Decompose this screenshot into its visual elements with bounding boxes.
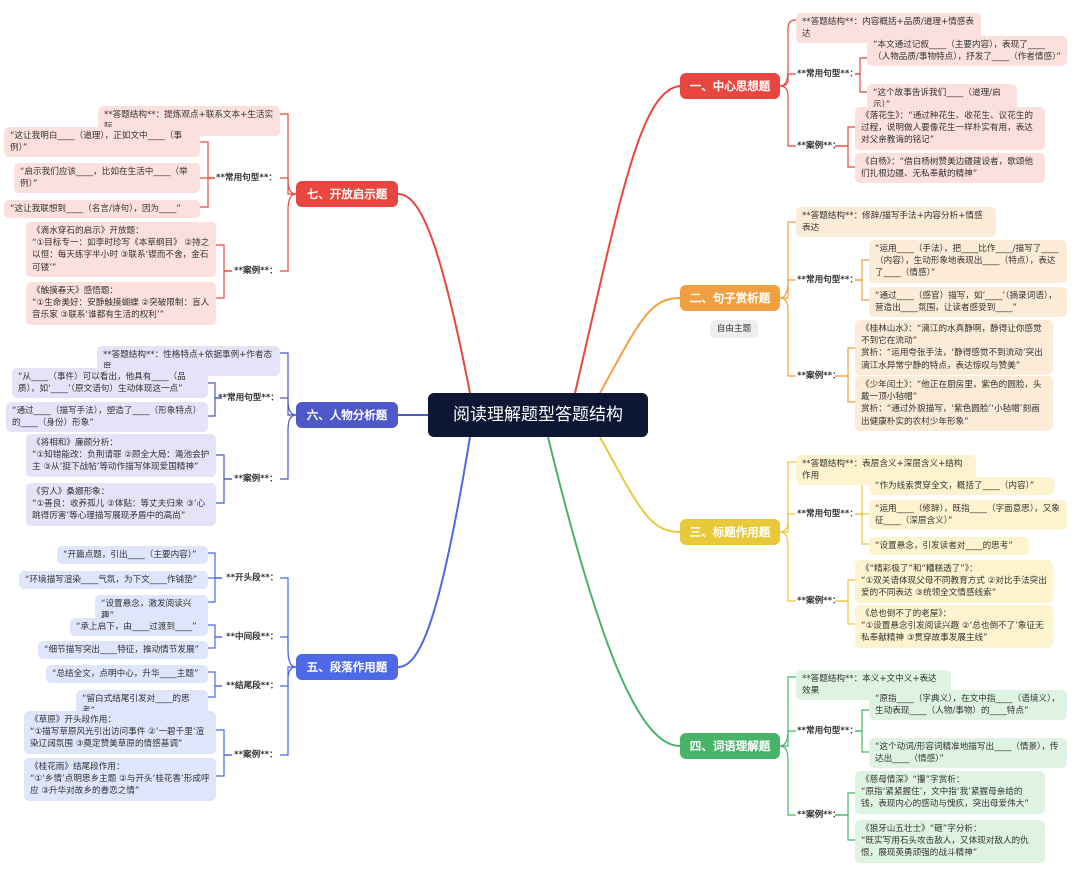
branch-character-analysis[interactable]: 六、人物分析题 (296, 402, 398, 428)
b5-end-label[interactable]: **结尾段**： (226, 681, 279, 691)
b3-phrase-3[interactable]: “设置悬念，引发读者对____的思考” (869, 537, 1029, 556)
b3-phrase-1[interactable]: “作为线索贯穿全文，概括了____（内容）” (869, 477, 1054, 496)
branch-central-idea[interactable]: 一、中心思想题 (680, 73, 780, 99)
b5-case-2[interactable]: 《桂花雨》结尾段作用： “①‘乡情’点明思乡主题 ②与开头‘桂花香’形成呼应 ③… (24, 758, 216, 801)
b7-phrase-label[interactable]: **常用句型**： (216, 173, 277, 183)
b1-case-label[interactable]: **案例**： (797, 141, 841, 151)
b1-phrase-1[interactable]: “本文通过记叙____（主要内容），表现了____（人物品质/事物特点），抒发了… (867, 36, 1067, 67)
b2-phrase-1[interactable]: “运用____（手法），把____比作____/描写了____（内容），生动形象… (869, 240, 1067, 283)
b1-phrase-label[interactable]: **常用句型**： (797, 69, 858, 79)
b3-case-1[interactable]: 《“精彩极了”和“糟糕透了”》： “①双关语体现父母不同教育方式 ②对比手法突出… (855, 560, 1053, 603)
b3-case-2[interactable]: 《总也倒不了的老屋》： “①设置悬念引发阅读兴趣 ②‘总也倒不了’象征无私奉献精… (855, 605, 1053, 648)
b4-case-label[interactable]: **案例**： (797, 810, 841, 820)
branch-sentence-appreciation[interactable]: 二、句子赏析题 (680, 285, 780, 311)
link-root-b4 (547, 436, 681, 747)
b2-case-2[interactable]: 《少年闰土》：“他正在厨房里，紫色的圆脸，头戴一顶小毡帽” 赏析：“通过外貌描写… (855, 376, 1053, 431)
b7-phrase-1[interactable]: “这让我明白____（道理），正如文中____（事例）” (4, 127, 200, 158)
b2-phrase-label[interactable]: **常用句型**： (797, 275, 858, 285)
b5-open-label[interactable]: **开头段**： (226, 573, 279, 583)
b5-case-1[interactable]: 《草原》开头段作用： “①描写草原风光引出访问事件 ②‘一碧千里’渲染辽阔氛围 … (24, 711, 216, 754)
link-root-b5 (397, 436, 471, 668)
b3-phrase-label[interactable]: **常用句型**： (797, 509, 858, 519)
b3-phrase-2[interactable]: “运用____（修辞），既指____（字面意思），又象征____（深层含义）” (869, 500, 1067, 531)
b4-phrase-label[interactable]: **常用句型**： (797, 726, 858, 736)
b5-end-1[interactable]: “总结全文，点明中心，升华____主题” (46, 665, 208, 684)
branch-paragraph-function[interactable]: 五、段落作用题 (296, 654, 398, 680)
branch-word-understanding[interactable]: 四、词语理解题 (680, 733, 780, 759)
branch-open-inspiration[interactable]: 七、开放启示题 (296, 181, 398, 207)
link-root-b2 (599, 297, 681, 394)
b1-case-1[interactable]: 《落花生》：“通过种花生、收花生、议花生的过程，说明做人要像花生一样朴实有用，表… (855, 107, 1045, 150)
b4-phrase-2[interactable]: “这个动词/形容词精准地描写出____（情景），传达出____（情感）” (869, 738, 1067, 769)
b3-case-label[interactable]: **案例**： (797, 596, 841, 606)
b5-open-2[interactable]: “环境描写渲染____气氛，为下文____作铺垫” (19, 571, 208, 590)
branch-title-function[interactable]: 三、标题作用题 (680, 519, 780, 545)
link-root-b1 (574, 85, 681, 394)
b6-phrase-label[interactable]: **常用句型**： (218, 393, 279, 403)
b6-phrase-2[interactable]: “通过____（描写手法），塑造了____（形象特点）的____（身份）形象” (6, 402, 208, 433)
b4-case-1[interactable]: 《慈母情深》“攥”字赏析： “原指‘紧紧握住’，文中指‘我’紧握母亲给的钱，表现… (855, 771, 1045, 814)
b6-case-1[interactable]: 《将相和》廉颇分析： “①知错能改：负荆请罪 ②顾全大局：渑池会护主 ③从‘挺下… (26, 434, 216, 477)
b5-open-1[interactable]: “开篇点题，引出____（主要内容）” (57, 546, 208, 565)
b2-phrase-2[interactable]: “通过____（感官）描写，如‘____’（摘录词语），营造出____氛围，让读… (869, 287, 1067, 318)
b4-case-2[interactable]: 《狼牙山五壮士》“砸”字分析： “既实写用石头攻击敌人，又体现对敌人的仇恨，展现… (855, 820, 1045, 863)
b7-phrase-2[interactable]: “启示我们应该____，比如在生活中____（举例）” (14, 163, 200, 194)
b2-structure[interactable]: **答题结构**：修辞/描写手法+内容分析+情感表达 (796, 207, 996, 238)
b7-case-label[interactable]: **案例**： (234, 266, 278, 276)
b5-case-label[interactable]: **案例**： (234, 750, 278, 760)
link-root-b7 (397, 193, 471, 394)
b7-case-2[interactable]: 《触摸春天》感悟题： “①生命美好：安静触摸蝴蝶 ②突破限制：盲人音乐家 ③联系… (26, 282, 216, 325)
b6-case-label[interactable]: **案例**： (234, 474, 278, 484)
b6-case-2[interactable]: 《穷人》桑娜形象： “①善良：收养孤儿 ②体贴：等丈夫归来 ③‘心跳得厉害’等心… (26, 483, 216, 526)
b6-phrase-1[interactable]: “从____（事件）可以看出，他具有____（品质），如‘____’（原文语句）… (12, 368, 208, 399)
b2-case-1[interactable]: 《桂林山水》：“漓江的水真静啊，静得让你感觉不到它在流动” 赏析：“运用夸张手法… (855, 320, 1053, 375)
link-root-b3 (599, 436, 681, 533)
b5-mid-2[interactable]: “细节描写突出____特征，推动情节发展” (38, 641, 208, 660)
b7-case-1[interactable]: 《滴水穿石的启示》开放题： “①目标专一：如李时珍写《本草纲目》 ②持之以恒：每… (26, 222, 216, 277)
root-topic[interactable]: 阅读理解题型答题结构 (428, 393, 648, 437)
free-topic-node[interactable]: 自由主题 (710, 320, 758, 339)
b5-mid-1[interactable]: “承上启下，由____过渡到____” (70, 618, 208, 637)
b2-case-label[interactable]: **案例**： (797, 371, 841, 381)
b7-phrase-3[interactable]: “这让我联想到____（名言/诗句），因为____” (4, 200, 200, 219)
b1-case-2[interactable]: 《白杨》：“借白杨树赞美边疆建设者，歌颂他们扎根边疆、无私奉献的精神” (855, 153, 1045, 184)
b5-mid-label[interactable]: **中间段**： (226, 632, 279, 642)
b4-phrase-1[interactable]: “原指____（字典义），在文中指____（语境义），生动表现____（人物/事… (869, 690, 1067, 721)
